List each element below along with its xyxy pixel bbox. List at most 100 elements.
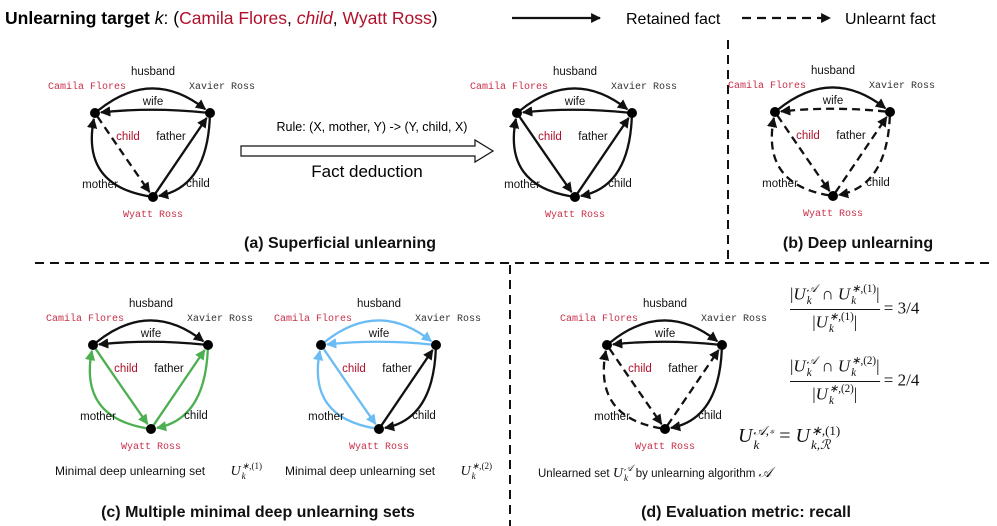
relation-child-target: child	[538, 131, 562, 143]
relation-child: child	[866, 177, 890, 189]
relation-father: father	[668, 363, 698, 375]
edge-wife-solid	[611, 338, 719, 349]
fact-deduction-label: Fact deduction	[311, 162, 423, 181]
edge-father-solid	[154, 117, 208, 195]
target-object: Wyatt Ross	[342, 8, 432, 28]
set1-label-text: Minimal deep unlearning set	[55, 463, 206, 478]
node-c	[90, 108, 100, 118]
set2-label: Minimal deep unlearning set U∗,(2)k	[285, 461, 492, 481]
unlearning-target: Unlearning target k: (Camila Flores, chi…	[5, 8, 438, 28]
node-name-xavier: Xavier Ross	[415, 313, 481, 325]
relation-child-target: child	[116, 131, 140, 143]
node-w	[828, 191, 838, 201]
relation-father: father	[154, 363, 184, 375]
node-w	[660, 424, 670, 434]
caption-a: (a) Superficial unlearning	[244, 235, 436, 252]
edge-child-solid	[383, 348, 437, 432]
relation-child: child	[698, 410, 722, 422]
node-c	[88, 340, 98, 350]
algorithm-symbol: 𝒜	[758, 465, 772, 481]
node-name-xavier: Xavier Ross	[611, 81, 677, 93]
relation-child: child	[412, 410, 436, 422]
node-name-camila: Camila Flores	[274, 313, 352, 325]
edge-husband-solid	[97, 87, 207, 112]
relation-husband: husband	[129, 298, 173, 310]
node-x	[627, 108, 637, 118]
edge-father-green	[152, 349, 206, 427]
edge-child-solid	[669, 348, 723, 432]
edge-wife-solid	[521, 106, 629, 117]
edge-father-solid	[380, 349, 434, 427]
relation-father: father	[836, 130, 866, 142]
edge-wife-solid	[99, 106, 207, 117]
recall-value-2: = 2/4	[883, 370, 920, 390]
relation-child: child	[186, 178, 210, 190]
relation-husband: husband	[553, 66, 597, 78]
relation-father: father	[578, 131, 608, 143]
node-w	[148, 192, 158, 202]
relation-wife: wife	[140, 328, 161, 340]
node-name-wyatt: Wyatt Ross	[635, 442, 695, 453]
node-name-camila: Camila Flores	[46, 313, 124, 325]
punct: )	[432, 8, 438, 28]
edge-child-target-dashed	[776, 114, 831, 192]
node-x	[205, 108, 215, 118]
caption-c: (c) Multiple minimal deep unlearning set…	[101, 504, 415, 521]
relation-child-target: child	[114, 363, 138, 375]
relation-wife: wife	[368, 328, 389, 340]
relation-mother: mother	[594, 411, 630, 423]
node-name-xavier: Xavier Ross	[701, 313, 767, 325]
node-w	[146, 424, 156, 434]
edge-mother-solid	[87, 117, 150, 198]
edge-child-solid	[579, 116, 633, 200]
edge-child-target-solid	[518, 115, 573, 193]
relation-husband: husband	[643, 298, 687, 310]
relation-child-target: child	[342, 363, 366, 375]
node-name-camila: Camila Flores	[728, 80, 806, 92]
node-name-xavier: Xavier Ross	[869, 80, 935, 92]
node-name-xavier: Xavier Ross	[189, 81, 255, 93]
edge-child-green	[155, 348, 209, 432]
set1-label: Minimal deep unlearning set U∗,(1)k	[55, 461, 262, 481]
fact-deduction-arrow	[240, 138, 495, 164]
edge-mother-dashed	[767, 116, 830, 197]
set1-symbol: U∗,(1)k	[230, 461, 263, 481]
target-subject: Camila Flores	[179, 8, 287, 28]
relation-father: father	[156, 131, 186, 143]
relation-mother: mother	[762, 178, 798, 190]
edge-father-dashed	[666, 349, 720, 427]
edge-mother-dashed	[599, 349, 662, 430]
relation-mother: mother	[82, 179, 118, 191]
node-w	[570, 192, 580, 202]
edge-father-dashed	[834, 116, 888, 194]
node-name-wyatt: Wyatt Ross	[803, 209, 863, 220]
node-name-wyatt: Wyatt Ross	[123, 210, 183, 221]
edge-wife-dashed	[779, 105, 887, 116]
node-name-camila: Camila Flores	[470, 81, 548, 93]
unlearned-pre: Unlearned set	[538, 467, 610, 480]
relation-wife: wife	[822, 95, 843, 107]
node-c	[602, 340, 612, 350]
relation-husband: husband	[811, 65, 855, 77]
legend-unlearnt-label: Unlearnt fact	[845, 11, 936, 28]
node-x	[717, 340, 727, 350]
caption-d: (d) Evaluation metric: recall	[641, 504, 851, 521]
edge-child-target-blue	[322, 347, 377, 425]
unlearned-post: by unlearning algorithm	[635, 467, 756, 480]
edge-child-target-dashed	[608, 347, 663, 425]
caption-b: (b) Deep unlearning	[783, 235, 933, 252]
set2-symbol: U∗,(2)k	[460, 461, 493, 481]
node-name-camila: Camila Flores	[560, 313, 638, 325]
relation-child-target: child	[628, 363, 652, 375]
relation-child: child	[184, 410, 208, 422]
node-c	[770, 107, 780, 117]
edge-husband-solid	[95, 319, 205, 344]
